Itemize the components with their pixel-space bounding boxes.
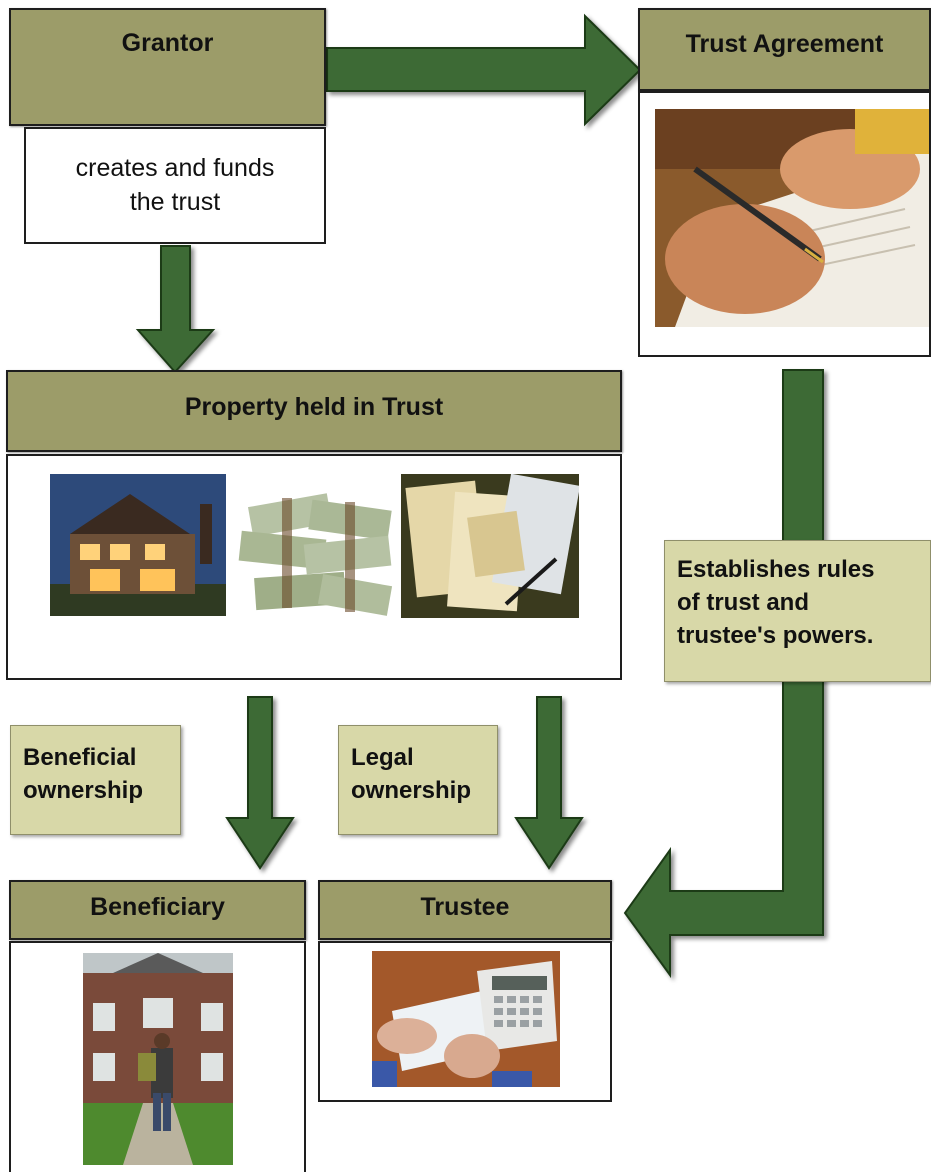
documents-pen-photo <box>401 474 579 618</box>
legal-line-1: Legal <box>351 744 414 771</box>
arrow-grantor-to-trust-agreement <box>326 13 642 127</box>
establishes-line-3: trustee's powers. <box>677 621 874 649</box>
arrow-property-to-beneficiary <box>225 696 295 870</box>
beneficiary-header: Beneficiary <box>9 880 306 940</box>
property-header: Property held in Trust <box>6 370 622 452</box>
trustee-panel <box>318 941 612 1102</box>
trust-agreement-title: Trust Agreement <box>685 30 884 58</box>
student-walking-campus-photo <box>83 953 233 1165</box>
grantor-description-line-1: creates and funds <box>75 153 275 182</box>
trustee-header: Trustee <box>318 880 612 940</box>
beneficiary-title: Beneficiary <box>90 892 225 921</box>
legal-ownership-label: Legal ownership <box>338 725 498 835</box>
trust-agreement-header: Trust Agreement <box>638 8 931 91</box>
beneficial-line-1: Beneficial <box>23 744 137 771</box>
grantor-description-box: creates and funds the trust <box>24 127 326 244</box>
legal-line-2: ownership <box>351 776 472 804</box>
house-photo <box>50 474 226 616</box>
arrow-property-to-trustee <box>514 696 584 870</box>
beneficial-ownership-label: Beneficial ownership <box>10 725 181 835</box>
property-panel <box>6 454 622 680</box>
beneficial-line-2: ownership <box>23 776 144 804</box>
beneficiary-panel <box>9 941 306 1172</box>
trust-agreement-panel <box>638 91 931 357</box>
hands-signing-document-photo <box>655 109 929 327</box>
establishes-rules-label: Establishes rules of trust and trustee's… <box>664 540 931 682</box>
establishes-line-1: Establishes rules <box>677 556 875 583</box>
establishes-line-2: of trust and <box>677 588 809 616</box>
money-stacks-photo <box>230 480 400 630</box>
arrow-grantor-to-property <box>135 245 216 374</box>
property-title: Property held in Trust <box>184 392 444 421</box>
grantor-description-line-2: the trust <box>129 187 221 216</box>
grantor-title: Grantor <box>121 28 214 57</box>
grantor-header: Grantor <box>9 8 326 126</box>
trustee-title: Trustee <box>420 892 510 921</box>
hands-calculator-photo <box>372 951 560 1087</box>
